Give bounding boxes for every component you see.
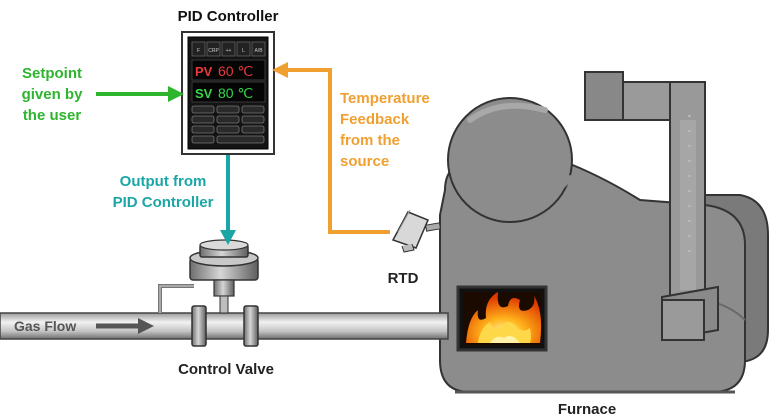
sv-value: 80 ℃ xyxy=(218,85,253,101)
controller-title: PID Controller xyxy=(178,8,279,25)
feedback-label-line1: Temperature xyxy=(340,90,430,107)
output-label-line1: Output from xyxy=(120,173,207,190)
furnace-label: Furnace xyxy=(558,401,616,418)
controller-key-row: F CRP ++ L A/B xyxy=(191,41,266,57)
setpoint-arrow xyxy=(96,86,184,102)
setpoint-label-line3: the user xyxy=(23,107,82,124)
control-valve-label: Control Valve xyxy=(178,361,274,378)
controller-button-grid xyxy=(191,105,265,144)
controller-key-label: ++ xyxy=(226,48,232,54)
feedback-label-line2: Feedback xyxy=(340,111,410,128)
controller-output-arrow xyxy=(220,155,236,245)
gas-flow-arrow xyxy=(96,318,154,334)
pid-controller: F CRP ++ L A/B PV 60 ℃ SV 80 ℃ xyxy=(181,31,275,155)
feedback-label-line4: source xyxy=(340,153,389,170)
setpoint-label-line1: Setpoint xyxy=(22,65,82,82)
rtd-label: RTD xyxy=(388,270,419,287)
furnace-chimney xyxy=(584,71,719,342)
temperature-feedback-arrow xyxy=(272,62,390,234)
controller-key-label: F xyxy=(197,48,200,54)
setpoint-label-line2: given by xyxy=(22,86,84,103)
pv-value: 60 ℃ xyxy=(218,63,253,79)
rtd-sensor xyxy=(391,209,441,253)
controller-key-label: A/B xyxy=(254,48,263,54)
sv-label: SV xyxy=(195,86,213,101)
feedback-label-line3: from the xyxy=(340,132,400,149)
pv-label: PV xyxy=(195,64,213,79)
output-label-line2: PID Controller xyxy=(113,194,214,211)
gas-pipe xyxy=(0,305,449,347)
gas-flow-label: Gas Flow xyxy=(14,318,76,334)
controller-key-label: CRP xyxy=(208,48,219,54)
furnace-fire-window xyxy=(456,285,548,352)
control-valve xyxy=(158,239,259,314)
controller-key-label: L xyxy=(242,48,245,54)
